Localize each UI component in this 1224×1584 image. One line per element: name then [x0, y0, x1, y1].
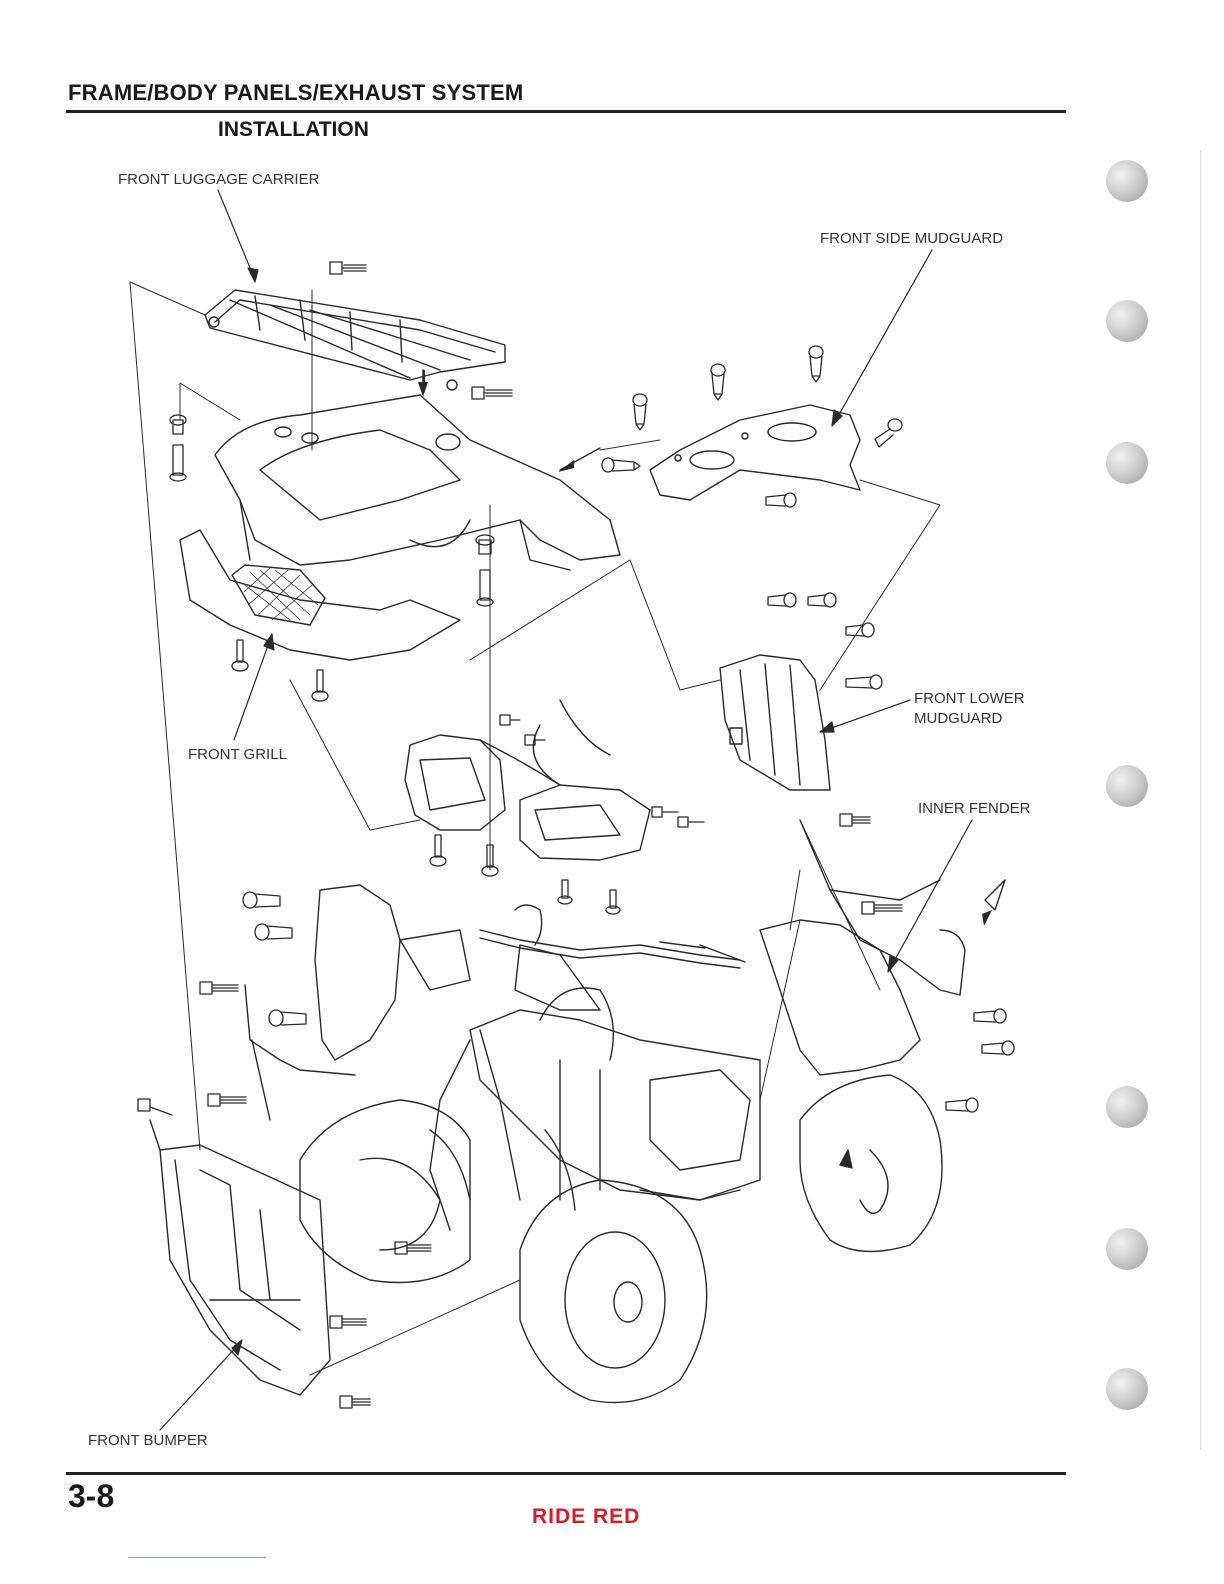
- label-front-bumper: FRONT BUMPER: [88, 1431, 208, 1450]
- left-inner-fender-drawing: [245, 885, 470, 1120]
- headlight-assembly-drawing: [405, 700, 650, 860]
- assembly-guide-lines: [130, 282, 940, 1375]
- frame-engine-drawing: [430, 988, 760, 1230]
- label-front-grill: FRONT GRILL: [188, 745, 287, 764]
- bottom-link-underline: [128, 1557, 266, 1558]
- front-grill-drawing: [180, 530, 460, 660]
- footer-brand: RIDE RED: [532, 1505, 640, 1529]
- label-front-lower-mudguard-2: MUDGUARD: [914, 709, 1002, 728]
- page-number: 3-8: [68, 1478, 114, 1515]
- front-bumper-drawing: [150, 1120, 330, 1395]
- handlebar-drawing: [480, 905, 745, 1010]
- footer-rule: [66, 1472, 1066, 1475]
- label-front-side-mudguard: FRONT SIDE MUDGUARD: [820, 229, 1003, 248]
- front-right-tire-drawing: [520, 1180, 707, 1403]
- front-lower-mudguard-drawing: [720, 655, 830, 790]
- label-inner-fender: INNER FENDER: [918, 799, 1031, 818]
- front-fender-drawing: [215, 395, 620, 570]
- clip-fasteners: [243, 346, 1014, 1112]
- front-luggage-carrier-drawing: [205, 290, 505, 390]
- front-left-tire-drawing: [300, 1100, 470, 1283]
- right-inner-fender-drawing: [760, 820, 1005, 1075]
- front-side-mudguard-drawing: [650, 405, 860, 500]
- rear-tire-drawing: [800, 1075, 942, 1251]
- direction-arrows: [418, 370, 992, 926]
- label-front-lower-mudguard-1: FRONT LOWER: [914, 689, 1025, 708]
- label-front-luggage-carrier: FRONT LUGGAGE CARRIER: [118, 170, 319, 189]
- leader-lines: [160, 190, 972, 1430]
